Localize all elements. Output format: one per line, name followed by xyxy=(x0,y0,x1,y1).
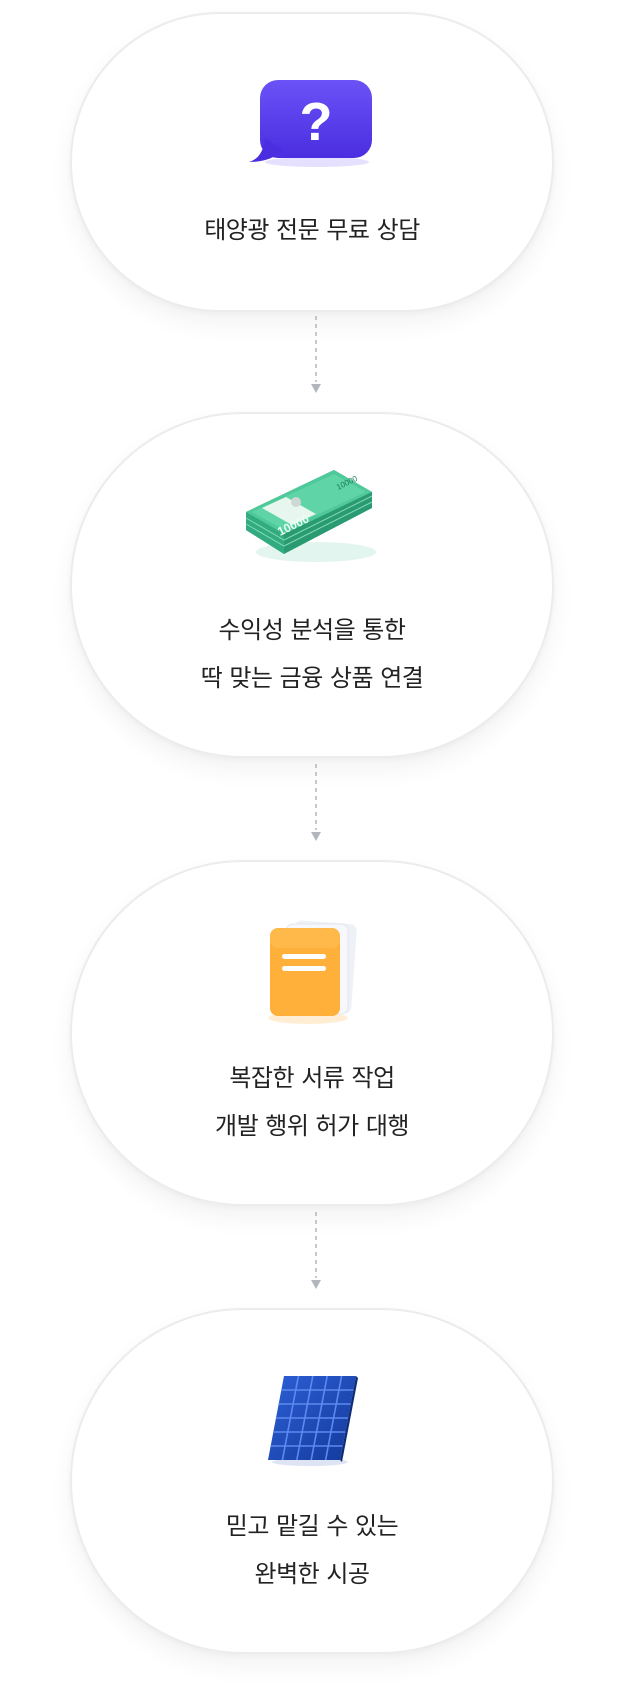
step-text: 수익성 분석을 통한 딱 맞는 금융 상품 연결 xyxy=(72,606,552,702)
step-text-line: 복잡한 서류 작업 xyxy=(229,1064,395,1092)
question-bubble-icon: ? xyxy=(247,78,377,174)
cash-stack-icon: 10000 10000 xyxy=(242,456,382,572)
solar-panel-icon xyxy=(262,1372,362,1472)
step-card-installation: 믿고 맡길 수 있는 완벽한 시공 xyxy=(70,1308,554,1654)
step-text-line: 수익성 분석을 통한 xyxy=(218,616,406,644)
document-icon xyxy=(262,918,362,1032)
connector-arrow xyxy=(311,1212,321,1289)
step-text-line: 개발 행위 허가 대행 xyxy=(214,1112,410,1140)
connector-arrow xyxy=(311,316,321,393)
svg-text:?: ? xyxy=(300,92,333,152)
step-text: 믿고 맡길 수 있는 완벽한 시공 xyxy=(72,1502,552,1598)
step-text: 복잡한 서류 작업 개발 행위 허가 대행 xyxy=(72,1054,552,1150)
step-card-consultation: ? 태양광 전문 무료 상담 xyxy=(70,12,554,312)
step-card-paperwork: 복잡한 서류 작업 개발 행위 허가 대행 xyxy=(70,860,554,1206)
step-card-financing: 10000 10000 수익성 분석을 통한 딱 맞는 금융 상품 연결 xyxy=(70,412,554,758)
connector-arrow xyxy=(311,764,321,841)
step-text: 태양광 전문 무료 상담 xyxy=(72,206,552,254)
step-text-line: 완벽한 시공 xyxy=(254,1560,370,1588)
step-text-line: 태양광 전문 무료 상담 xyxy=(204,216,420,244)
step-text-line: 딱 맞는 금융 상품 연결 xyxy=(200,664,424,692)
step-text-line: 믿고 맡길 수 있는 xyxy=(225,1512,399,1540)
